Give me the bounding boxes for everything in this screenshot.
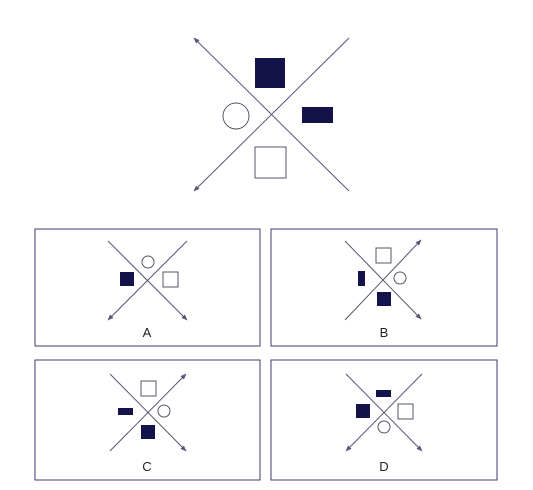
option-c-label: C: [142, 459, 151, 474]
question-filled-square: [255, 58, 285, 88]
question-hollow-circle: [222, 102, 250, 130]
option-d-frame: [270, 359, 498, 481]
option-a[interactable]: A: [34, 228, 261, 347]
option-d-hollow-circle: [377, 420, 391, 434]
option-b-label: B: [380, 325, 389, 340]
option-a-filled-square: [120, 272, 134, 286]
option-d-label: D: [379, 459, 388, 474]
option-c[interactable]: C: [34, 359, 261, 481]
option-d-hollow-square: [397, 403, 414, 420]
option-c-frame: [34, 359, 261, 481]
question-hollow-square: [254, 146, 287, 179]
option-a-axis-arrow-downright: [107, 240, 188, 321]
option-a-hollow-square: [162, 271, 179, 288]
option-b-axis-arrow-downright: [344, 240, 422, 320]
option-a-frame: [34, 228, 261, 347]
option-b-hollow-square: [375, 247, 392, 264]
option-d-filled-square: [356, 404, 370, 418]
option-d-axis-arrow-downright: [345, 373, 423, 452]
option-c-hollow-circle: [157, 404, 171, 418]
option-c-filled-rectangle: [118, 408, 133, 415]
option-a-hollow-circle: [141, 255, 155, 269]
option-b-filled-square: [377, 292, 391, 306]
question-figure: [193, 37, 350, 192]
option-c-axis-arrow-downright: [109, 373, 187, 452]
option-d-filled-rectangle: [376, 390, 391, 397]
option-b-hollow-circle: [393, 271, 407, 285]
question-axis-arrow-downleft: [193, 37, 350, 192]
option-c-hollow-square: [140, 380, 157, 397]
option-b[interactable]: B: [270, 228, 498, 347]
option-a-label: A: [143, 325, 152, 340]
option-d[interactable]: D: [270, 359, 498, 481]
option-b-filled-rectangle: [358, 271, 365, 286]
option-c-filled-square: [141, 425, 155, 439]
question-filled-rectangle: [302, 107, 333, 123]
